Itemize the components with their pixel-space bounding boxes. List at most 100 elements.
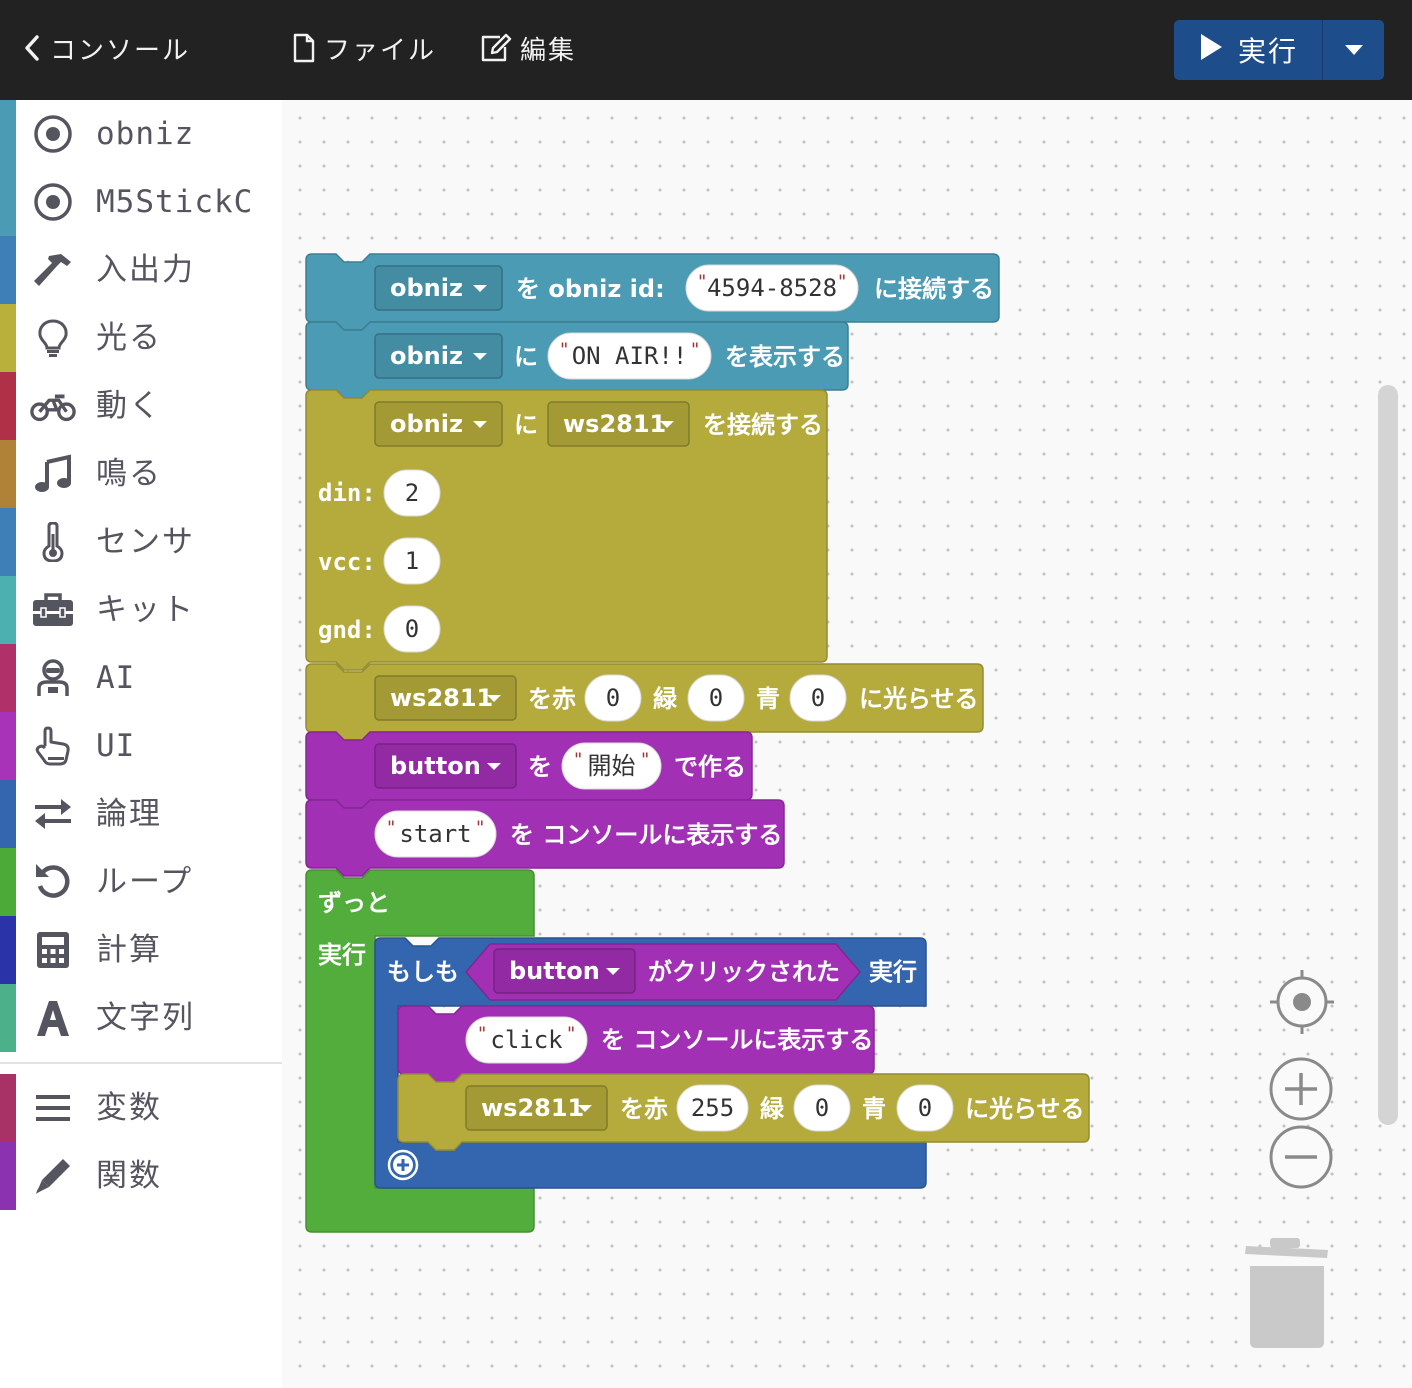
input-value: 0 [405, 615, 419, 643]
ws2811-connect-block[interactable] [305, 389, 828, 671]
category-color-stripe [0, 1074, 16, 1142]
category-label: 入出力 [96, 252, 195, 288]
exchange-arrows-icon [30, 794, 76, 834]
red-input[interactable]: 0 [584, 674, 642, 722]
input-pill[interactable] [896, 1084, 954, 1132]
device-dropdown[interactable]: ws2811 [374, 675, 517, 721]
add-else-plus-icon[interactable] [387, 1149, 419, 1181]
device-dropdown[interactable]: button [493, 948, 636, 994]
category-color-stripe [0, 304, 16, 372]
category-color-stripe [0, 848, 16, 916]
input-pill[interactable] [687, 674, 745, 722]
quote-mark: " [574, 750, 582, 771]
category-pointing-hand[interactable]: UI [0, 712, 282, 780]
category-letter-a[interactable]: 文字列 [0, 984, 282, 1052]
category-list-lines[interactable]: 変数 [0, 1074, 282, 1142]
pen-icon [30, 1156, 76, 1196]
log-text-input[interactable]: ""start [374, 810, 497, 858]
zoom-in-button[interactable] [1268, 1056, 1334, 1126]
trash-can-icon [1245, 1238, 1328, 1348]
red-input[interactable]: 255 [676, 1084, 749, 1132]
display-text-input[interactable]: ""ON AIR!! [547, 332, 712, 380]
blue-input[interactable]: 0 [789, 674, 847, 722]
m5stickc-target-icon [30, 182, 76, 222]
input-pill[interactable] [676, 1084, 749, 1132]
run-options-dropdown[interactable] [1322, 20, 1384, 80]
toolbox-icon [30, 590, 76, 630]
category-calculator[interactable]: 計算 [0, 916, 282, 984]
back-to-console-button[interactable]: コンソール [22, 28, 190, 68]
input-pill[interactable] [793, 1084, 851, 1132]
button-label-input[interactable]: ""開始 [561, 742, 662, 790]
device-dropdown[interactable]: ws2811 [465, 1085, 608, 1131]
device-dropdown[interactable]: ws2811 [547, 401, 690, 447]
category-loop-arrow[interactable]: ループ [0, 848, 282, 916]
category-color-stripe [0, 168, 16, 236]
device-dropdown[interactable]: button [374, 743, 517, 789]
input-pill[interactable] [685, 264, 859, 312]
green-input[interactable]: 0 [687, 674, 745, 722]
vcc-input[interactable]: 1 [383, 537, 441, 585]
input-pill[interactable] [383, 605, 441, 653]
din-input[interactable]: 2 [383, 469, 441, 517]
log-click-input[interactable]: ""click [465, 1016, 588, 1064]
gnd-input[interactable]: 0 [383, 605, 441, 653]
input-value: 0 [918, 1094, 932, 1122]
dropdown-box [547, 401, 690, 447]
connect-text: を obniz id: [516, 275, 665, 303]
light-suffix: に光らせる [859, 685, 979, 713]
device-dropdown[interactable]: obniz [374, 333, 503, 379]
edit-menu-button[interactable]: 編集 [480, 28, 576, 68]
run-button[interactable]: 実行 [1174, 20, 1322, 80]
recenter-button[interactable] [1268, 968, 1336, 1040]
input-pill[interactable] [374, 810, 497, 858]
forever-loop-block[interactable] [305, 869, 535, 1233]
input-value: 255 [691, 1094, 734, 1122]
category-motorcycle[interactable]: 動く [0, 372, 282, 440]
dropdown-box [374, 675, 517, 721]
category-pen[interactable]: 関数 [0, 1142, 282, 1210]
category-music-note[interactable]: 鳴る [0, 440, 282, 508]
file-menu-button[interactable]: ファイル [292, 28, 436, 68]
input-value: 開始 [588, 752, 636, 780]
category-hammer[interactable]: 入出力 [0, 236, 282, 304]
input-value: start [399, 820, 471, 848]
category-lightbulb[interactable]: 光る [0, 304, 282, 372]
trash-can-button[interactable] [1244, 1236, 1334, 1352]
input-pill[interactable] [561, 742, 662, 790]
input-pill[interactable] [547, 332, 712, 380]
category-exchange-arrows[interactable]: 論理 [0, 780, 282, 848]
quote-mark: " [838, 272, 846, 293]
ws-connect-text: に [514, 411, 538, 439]
workspace-vertical-scrollbar[interactable] [1378, 385, 1398, 1125]
category-label: obniz [96, 116, 195, 152]
blue-input[interactable]: 0 [896, 1084, 954, 1132]
category-color-stripe [0, 372, 16, 440]
input-pill[interactable] [383, 469, 441, 517]
caret-down-icon [473, 353, 487, 360]
dropdown-value: obniz [390, 274, 463, 302]
device-dropdown[interactable]: obniz [374, 265, 503, 311]
category-color-stripe [0, 1142, 16, 1210]
category-label: 文字列 [96, 1000, 195, 1036]
input-pill[interactable] [465, 1016, 588, 1064]
green-label: 緑 [653, 685, 678, 713]
category-obniz-target[interactable]: obniz [0, 100, 282, 168]
category-color-stripe [0, 440, 16, 508]
edit-label: 編集 [520, 35, 577, 66]
category-thermometer[interactable]: センサ [0, 508, 282, 576]
green-input[interactable]: 0 [793, 1084, 851, 1132]
run-button-group: 実行 [1174, 20, 1384, 80]
input-pill[interactable] [584, 674, 642, 722]
category-toolbox[interactable]: キット [0, 576, 282, 644]
category-robot[interactable]: AI [0, 644, 282, 712]
quote-mark: " [478, 1024, 486, 1045]
device-dropdown[interactable]: obniz [374, 401, 503, 447]
obniz-id-input[interactable]: ""4594-8528 [685, 264, 859, 312]
input-pill[interactable] [789, 674, 847, 722]
input-pill[interactable] [383, 537, 441, 585]
caret-down-icon [1344, 41, 1364, 60]
category-m5stickc-target[interactable]: M5StickC [0, 168, 282, 236]
file-icon [292, 33, 316, 63]
zoom-out-button[interactable] [1268, 1124, 1334, 1194]
